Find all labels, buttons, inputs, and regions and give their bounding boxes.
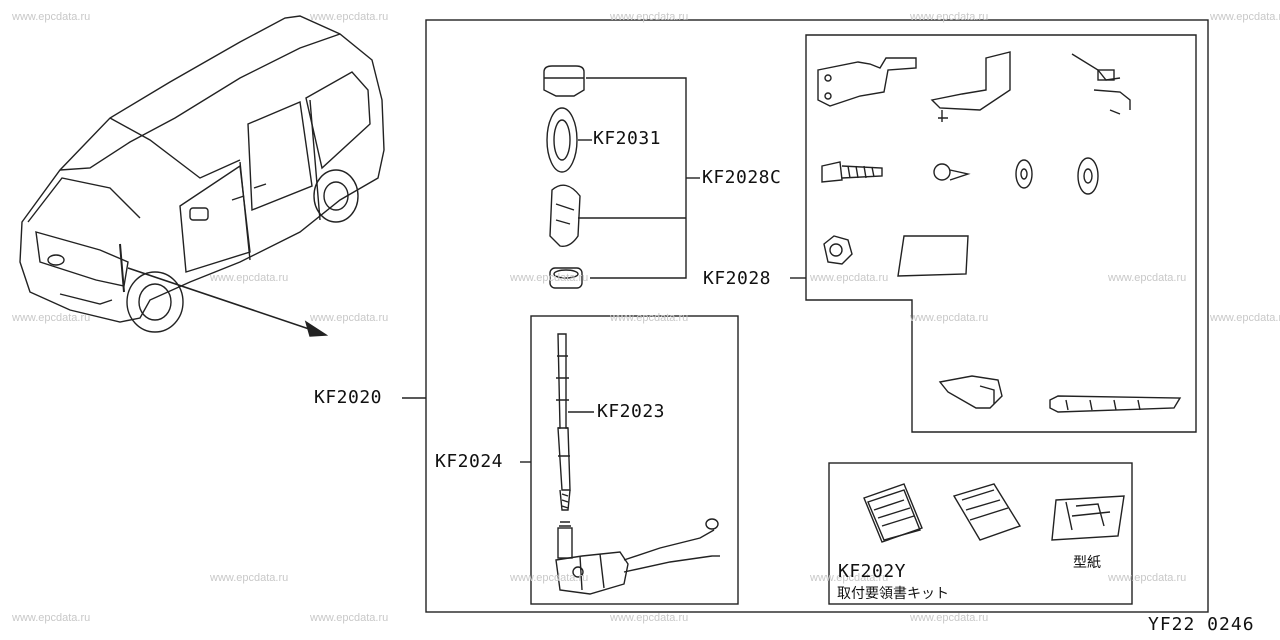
- label-kf2031: KF2031: [593, 128, 662, 149]
- antenna-base-parts: [543, 65, 585, 289]
- watermark: www.epcdata.ru: [510, 572, 589, 584]
- label-kf202y: KF202Y: [838, 561, 907, 582]
- watermark: www.epcdata.ru: [12, 11, 91, 23]
- label-installation-kit: 取付要領書キット: [837, 586, 949, 602]
- watermark: www.epcdata.ru: [12, 612, 91, 624]
- watermark: www.epcdata.ru: [310, 312, 389, 324]
- watermark: www.epcdata.ru: [1108, 572, 1187, 584]
- label-template: 型紙: [1073, 555, 1101, 571]
- watermark: www.epcdata.ru: [810, 272, 889, 284]
- watermark: www.epcdata.ru: [610, 612, 689, 624]
- label-kf2023: KF2023: [597, 401, 666, 422]
- watermark: www.epcdata.ru: [12, 312, 91, 324]
- instruction-booklets: [863, 483, 1125, 543]
- kf2024-box: [530, 315, 739, 605]
- watermark: www.epcdata.ru: [910, 11, 989, 23]
- watermark: www.epcdata.ru: [610, 312, 689, 324]
- kf2028-hardware: [817, 51, 1182, 413]
- label-kf2020: KF2020: [314, 387, 383, 408]
- watermark: www.epcdata.ru: [1210, 11, 1280, 23]
- kf202y-box: [828, 462, 1133, 605]
- label-kf2028: KF2028: [703, 268, 772, 289]
- power-antenna-motor: [555, 518, 720, 595]
- watermark: www.epcdata.ru: [310, 11, 389, 23]
- kit-frame: [425, 19, 1209, 613]
- label-kf2028c: KF2028C: [702, 167, 782, 188]
- watermark: www.epcdata.ru: [510, 272, 589, 284]
- watermark: www.epcdata.ru: [910, 312, 989, 324]
- vehicle-illustration: [19, 15, 385, 337]
- kf2028-panel: [805, 34, 1197, 433]
- watermark: www.epcdata.ru: [610, 11, 689, 23]
- watermark: www.epcdata.ru: [1210, 312, 1280, 324]
- watermark: www.epcdata.ru: [910, 612, 989, 624]
- antenna-mast: [556, 333, 571, 511]
- watermark: www.epcdata.ru: [810, 572, 889, 584]
- watermark: www.epcdata.ru: [310, 612, 389, 624]
- watermark: www.epcdata.ru: [1108, 272, 1187, 284]
- label-kf2024: KF2024: [435, 451, 504, 472]
- watermark: www.epcdata.ru: [210, 572, 289, 584]
- diagram-code: YF22 0246: [1148, 614, 1255, 635]
- watermark: www.epcdata.ru: [210, 272, 289, 284]
